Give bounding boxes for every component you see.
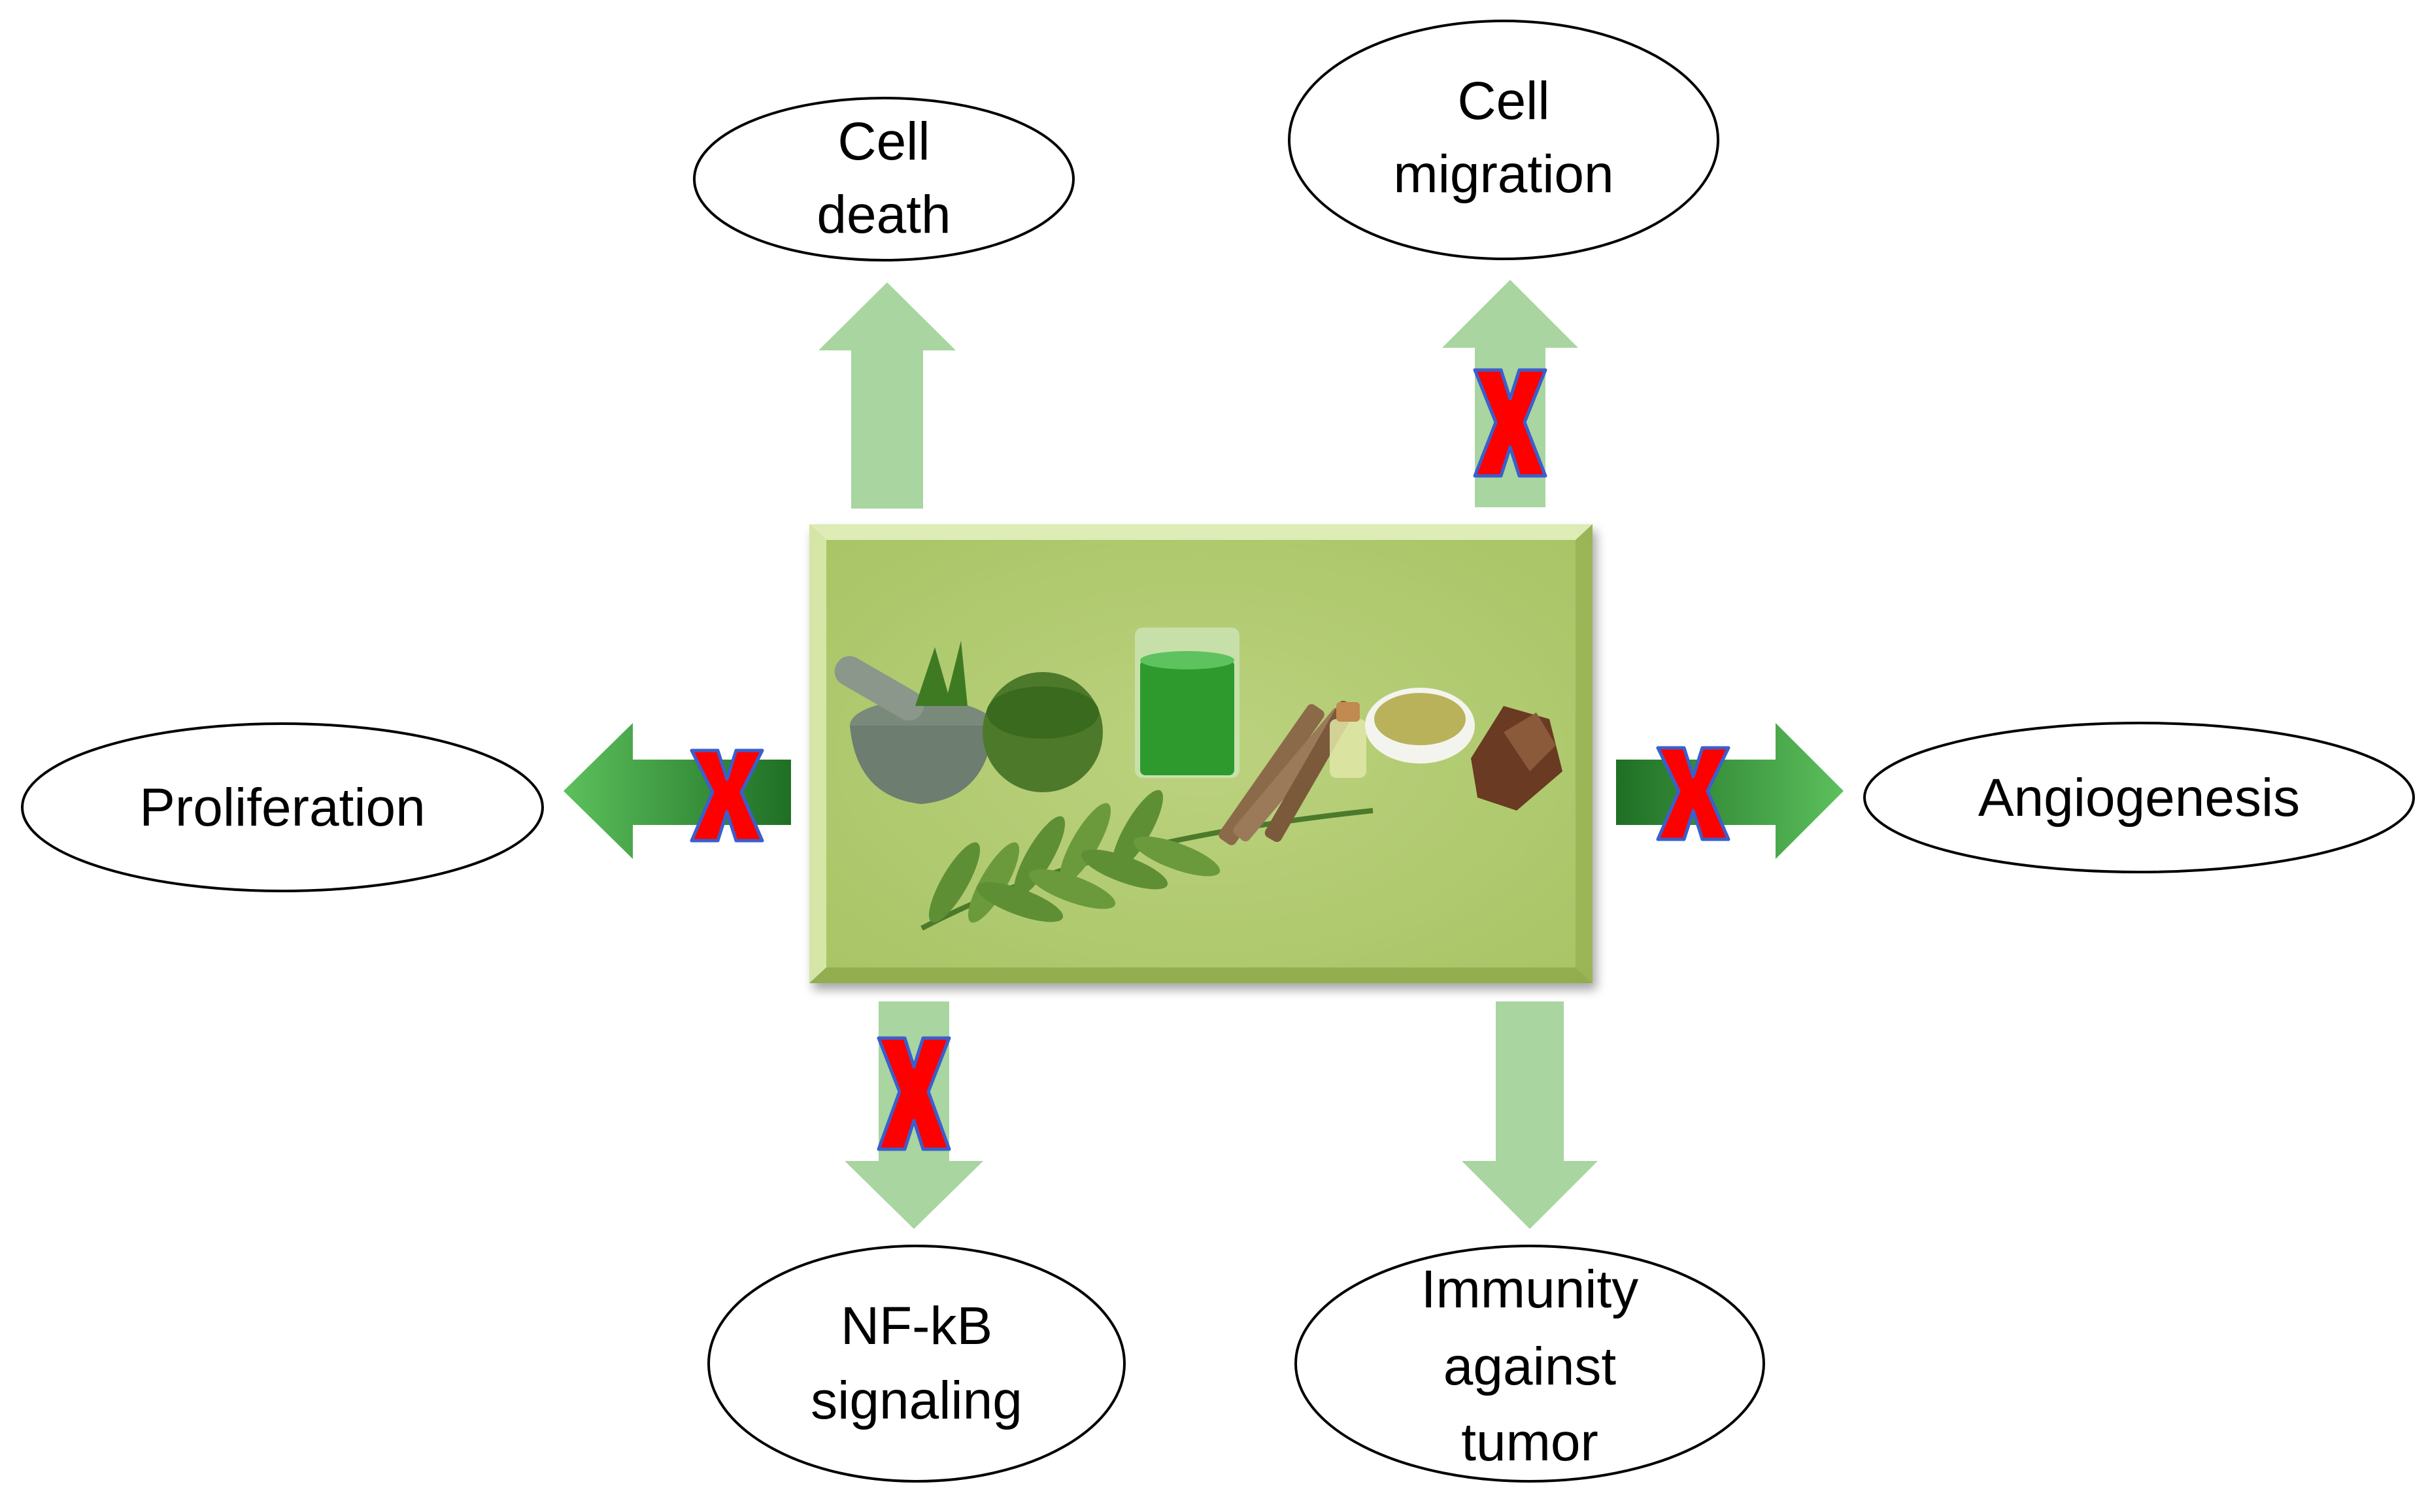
mortar-and-pestle <box>834 641 994 804</box>
block-mark-nfkb <box>877 1036 951 1151</box>
block-mark-cell-migration <box>1473 368 1547 478</box>
block-mark-proliferation <box>690 748 764 843</box>
node-immunity-line-2: against <box>1443 1337 1617 1396</box>
node-cell-death: Cell death <box>693 97 1075 261</box>
neem-leaf-branch <box>920 790 1374 931</box>
node-cell-death-line-2: death <box>817 185 951 244</box>
node-angiogenesis-label: Angiogenesis <box>1978 768 2300 828</box>
node-proliferation: Proliferation <box>21 722 544 892</box>
green-juice-glass <box>1135 628 1239 778</box>
node-immunity-line-3: tumor <box>1461 1413 1598 1472</box>
node-nfkb-line-1: NF-kB <box>841 1296 992 1356</box>
node-nfkb-line-2: signaling <box>811 1371 1022 1430</box>
neem-oil-vial <box>1330 702 1366 778</box>
node-cell-migration-line-1: Cell <box>1457 71 1549 131</box>
neem-powder-bowl <box>1365 688 1475 764</box>
center-image-herbal-products <box>809 524 1593 983</box>
arrow-to-cell-death <box>818 282 956 509</box>
node-nfkb-signaling: NF-kB signaling <box>707 1245 1126 1483</box>
node-cell-death-line-1: Cell <box>837 112 930 171</box>
neem-paste-bowl <box>983 672 1103 792</box>
node-proliferation-label: Proliferation <box>139 778 426 837</box>
neem-bark-pieces <box>1471 706 1562 811</box>
node-immunity-line-1: Immunity <box>1421 1260 1639 1319</box>
block-mark-angiogenesis <box>1656 746 1730 841</box>
node-cell-migration-line-2: migration <box>1393 144 1613 204</box>
node-angiogenesis: Angiogenesis <box>1863 722 2415 873</box>
node-immunity-against-tumor: Immunity against tumor <box>1294 1245 1765 1483</box>
arrow-to-immunity <box>1462 1001 1598 1229</box>
node-cell-migration: Cell migration <box>1288 20 1719 260</box>
